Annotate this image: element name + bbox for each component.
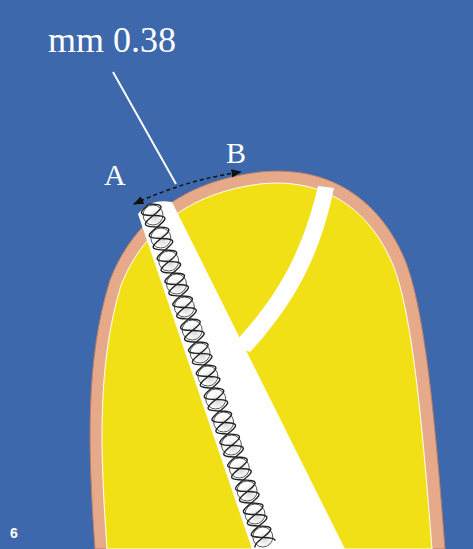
- root-canal: [138, 201, 345, 549]
- point-label: B: [226, 138, 246, 168]
- file-helix: [141, 204, 275, 541]
- helical-file: [141, 204, 275, 547]
- figure-number: 6: [10, 526, 18, 540]
- dimension-arrow: [134, 172, 241, 204]
- lateral-canal: [232, 186, 334, 352]
- dimension-label: mm 0.38: [48, 22, 176, 58]
- point-label: A: [104, 160, 126, 190]
- dentin: [102, 183, 432, 549]
- enamel-band: [90, 171, 445, 549]
- file-helix: [145, 204, 270, 547]
